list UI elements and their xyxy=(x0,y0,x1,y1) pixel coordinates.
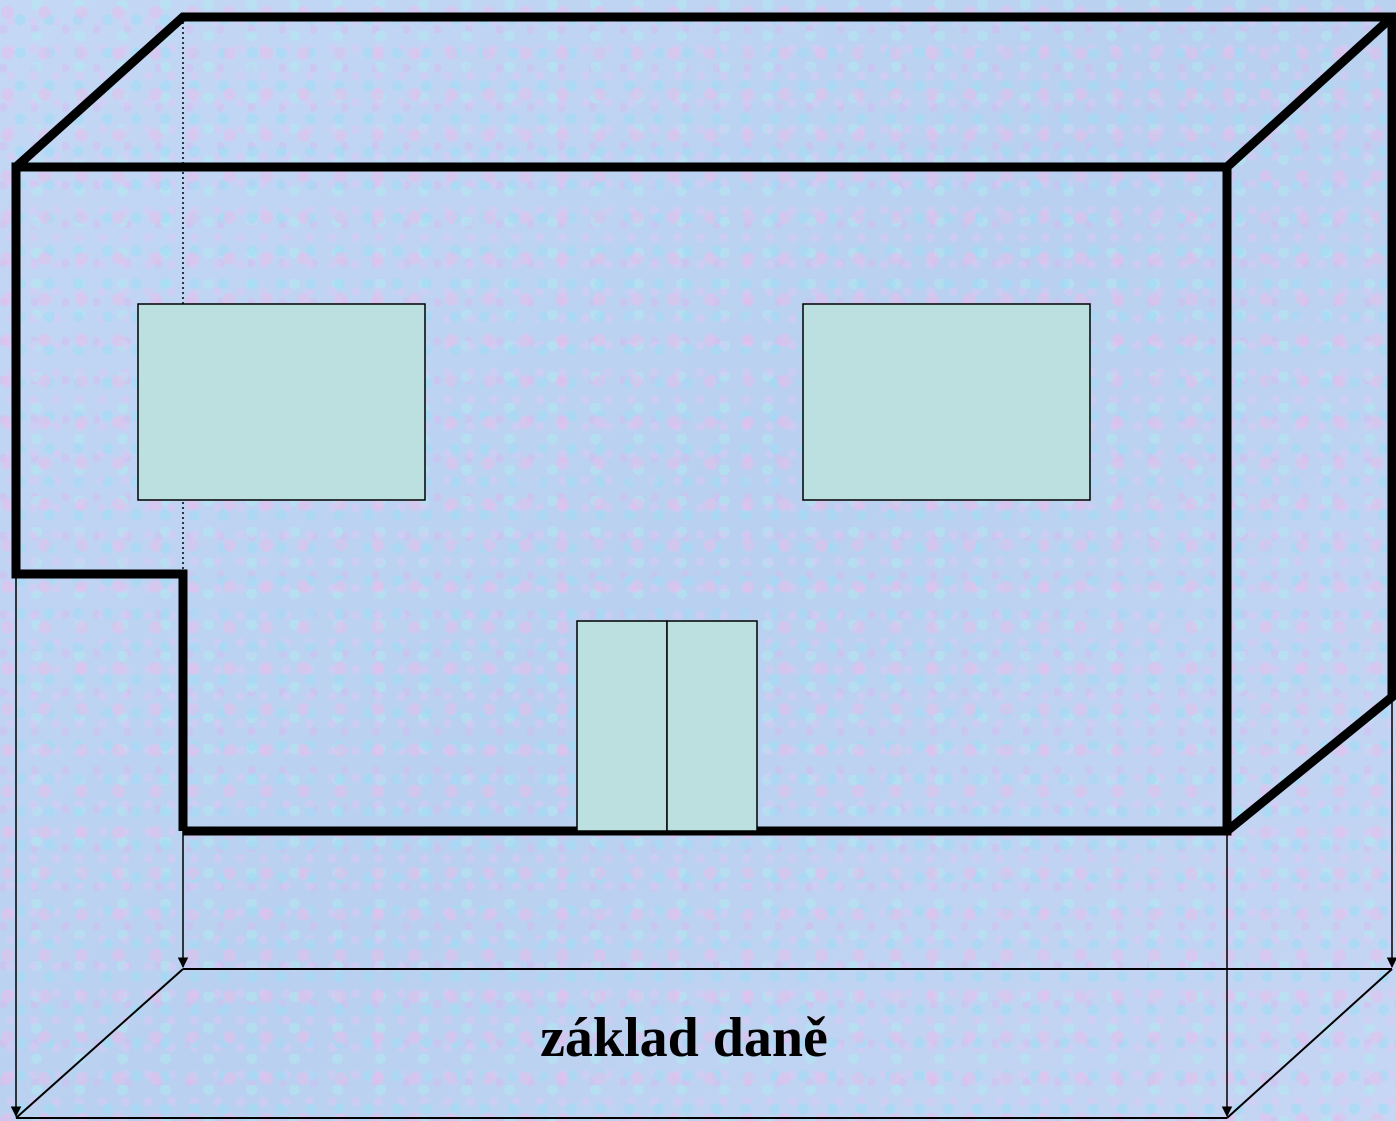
double-door xyxy=(577,621,757,831)
building-roof-outline xyxy=(16,17,1392,167)
footprint-left-diagonal xyxy=(16,969,183,1118)
window-right xyxy=(803,304,1090,500)
tax-base-label: základ daně xyxy=(540,1007,828,1069)
window-left xyxy=(138,304,425,500)
door-right-leaf xyxy=(667,621,757,831)
door-left-leaf xyxy=(577,621,667,831)
footprint-right-diagonal xyxy=(1227,969,1392,1118)
